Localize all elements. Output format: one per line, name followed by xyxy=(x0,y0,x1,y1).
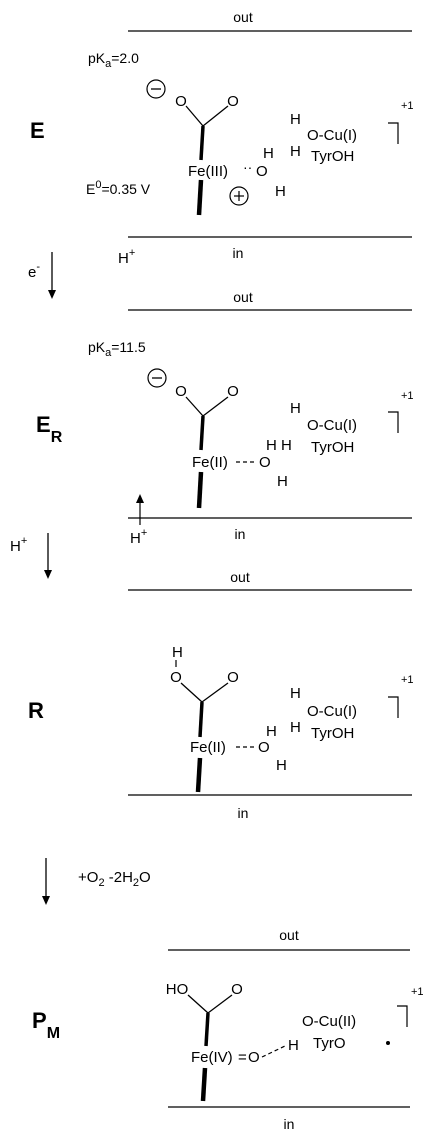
tyr-label: TyrO xyxy=(313,1035,346,1052)
hydrogen-atom: H xyxy=(290,719,301,736)
svg-text:e-: e- xyxy=(28,261,40,281)
arrow-down-icon xyxy=(42,896,50,905)
oxygen-atom: O xyxy=(259,454,271,471)
fe-label: Fe(IV) xyxy=(191,1049,233,1066)
tyr-label: TyrOH xyxy=(311,148,354,165)
oxygen-atom: O xyxy=(256,163,268,180)
membrane-in-label: in xyxy=(235,526,246,542)
hydrogen-atom: H xyxy=(276,757,287,774)
hydrogen-atom: H xyxy=(277,473,288,490)
oxygen-atom: O xyxy=(227,383,239,400)
oxygen-atom: O xyxy=(227,669,239,686)
hydroxyl-label: HO xyxy=(166,981,189,998)
charge-label: +1 xyxy=(401,100,414,112)
complex-bracket xyxy=(388,411,399,433)
svg-text:··: ·· xyxy=(243,159,252,175)
charge-label: +1 xyxy=(411,986,424,998)
hydrogen-atom: H xyxy=(266,437,277,454)
heme-stem xyxy=(196,179,204,216)
membrane-out-label: out xyxy=(230,569,250,585)
state-er: out pKa=11.5 ER O O Fe(II) O H H H H O-C… xyxy=(36,289,414,547)
fe-label: Fe(II) xyxy=(192,454,228,471)
cu-label: O-Cu(I) xyxy=(307,417,357,434)
charge-label: +1 xyxy=(401,674,414,686)
pka-label: pKa=2.0 xyxy=(88,50,139,70)
positive-charge-icon xyxy=(229,186,249,206)
proton-in-label: H+ xyxy=(118,247,135,267)
state-label-pm: PM xyxy=(32,1008,60,1042)
oxygen-atom: O xyxy=(175,93,187,110)
tyr-label: TyrOH xyxy=(311,439,354,456)
membrane-out-label: out xyxy=(233,289,253,305)
state-pm: out PM HO O Fe(IV) = O H O-Cu(II) TyrO +… xyxy=(32,927,424,1132)
membrane-in-label: in xyxy=(284,1116,295,1132)
complex-bracket xyxy=(388,696,399,718)
pka-label: pKa=11.5 xyxy=(88,339,146,359)
oxygen-atom: O xyxy=(175,383,187,400)
hydrogen-atom: H xyxy=(290,685,301,702)
membrane-in-label: in xyxy=(233,245,244,261)
membrane-out-label: out xyxy=(233,9,253,25)
membrane-out-label: out xyxy=(279,927,299,943)
carboxyl-group: H O O xyxy=(170,644,239,703)
negative-charge-icon xyxy=(146,79,166,99)
heme-stem xyxy=(195,757,203,793)
oxygen-atom: O xyxy=(231,981,243,998)
negative-charge-icon xyxy=(147,368,167,388)
hydrogen-atom: H xyxy=(266,723,277,740)
hydrogen-atom: H xyxy=(275,183,286,200)
charge-label: +1 xyxy=(401,390,414,402)
membrane-in-label: in xyxy=(238,805,249,821)
heme-bond xyxy=(199,415,205,451)
svg-text:+O2 -2H2O: +O2 -2H2O xyxy=(78,869,151,889)
heme-bond xyxy=(199,125,205,161)
hydrogen-atom: H xyxy=(172,644,183,661)
electron-transfer-arrow: e- xyxy=(28,252,56,299)
heme-bond xyxy=(198,701,204,738)
complex-bracket xyxy=(388,122,399,144)
oxygen-atom: O xyxy=(227,93,239,110)
state-e: out pKa=2.0 E O O Fe(III) ·· O H H H H O… xyxy=(30,9,414,267)
hydrogen-atom: H xyxy=(288,1037,299,1054)
hydrogen-atom: H xyxy=(263,145,274,162)
redox-potential-label: E0=0.35 V xyxy=(86,179,151,197)
cu-label: O-Cu(I) xyxy=(307,703,357,720)
fe-label: Fe(III) xyxy=(188,163,228,180)
svg-text:=: = xyxy=(238,1049,247,1066)
arrow-down-icon xyxy=(48,290,56,299)
state-r: out R H O O Fe(II) O H H H H O-Cu(I) Tyr… xyxy=(28,569,414,821)
proton-transfer-arrow: H+ xyxy=(10,533,52,579)
state-label-e: E xyxy=(30,118,45,143)
complex-bracket xyxy=(397,1005,408,1027)
cu-label: O-Cu(II) xyxy=(302,1013,356,1030)
hydrogen-atom: H xyxy=(290,111,301,128)
oxygen-atom: O xyxy=(170,669,182,686)
carboxyl-group: HO O xyxy=(166,981,243,1014)
radical-dot-icon xyxy=(386,1041,390,1045)
hydrogen-atom: H xyxy=(281,437,292,454)
heme-stem xyxy=(196,471,204,509)
state-label-er: ER xyxy=(36,412,63,446)
oxygen-atom: O xyxy=(258,739,270,756)
cu-label: O-Cu(I) xyxy=(307,127,357,144)
carboxylate-group: O O xyxy=(147,368,239,417)
hydrogen-atom: H xyxy=(290,143,301,160)
state-label-r: R xyxy=(28,698,44,723)
arrow-up-icon xyxy=(136,494,144,503)
carboxylate-group: O O xyxy=(146,79,239,127)
oxygen-binding-arrow: +O2 -2H2O xyxy=(42,858,151,905)
arrow-down-icon xyxy=(44,570,52,579)
oxygen-atom: O xyxy=(248,1049,260,1066)
tyr-label: TyrOH xyxy=(311,725,354,742)
proton-in-label: H+ xyxy=(130,527,147,547)
svg-text:H+: H+ xyxy=(10,535,27,555)
hydrogen-atom: H xyxy=(290,400,301,417)
heme-bond xyxy=(204,1012,210,1047)
fe-label: Fe(II) xyxy=(190,739,226,756)
heme-stem xyxy=(200,1067,208,1102)
